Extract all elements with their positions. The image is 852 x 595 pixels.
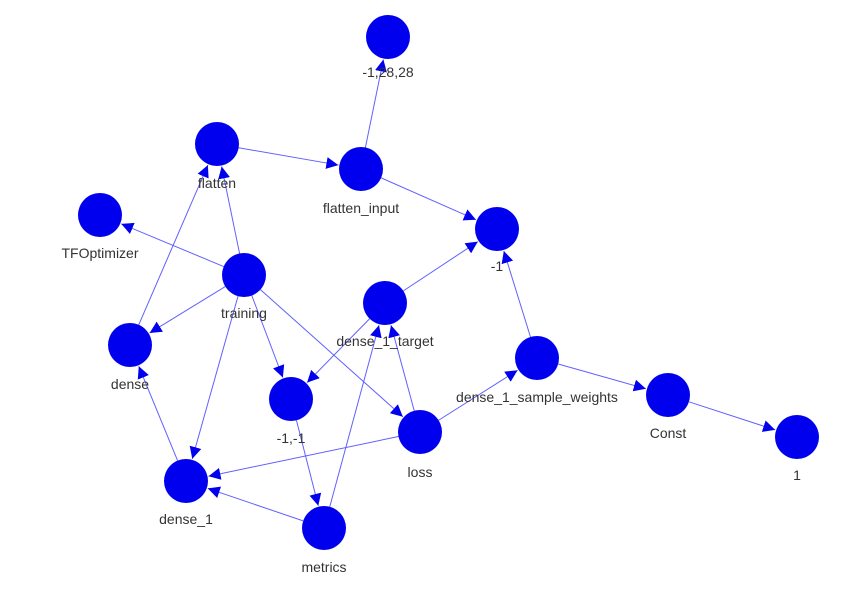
edge-dense_1_sample_weights-to-const [558, 363, 647, 392]
node-label-tfoptimizer: TFOptimizer [62, 245, 139, 261]
node-dense_1[interactable] [164, 459, 208, 503]
edge-flatten_input-to-reshape_shape [364, 59, 387, 148]
edge-flatten-to-flatten_input [238, 147, 339, 169]
edge-metrics-to-dense_1_target [329, 325, 382, 507]
edge-dense_1_target-to-minus1_minus1 [306, 318, 370, 383]
node-label-metrics: metrics [301, 559, 346, 575]
node-label-flatten: flatten [198, 175, 236, 191]
node-const[interactable] [646, 373, 690, 417]
node-label-reshape_shape: -1,28,28 [362, 64, 414, 80]
node-label-const: Const [650, 425, 687, 441]
edge-loss-to-dense_1_sample_weights [438, 369, 518, 421]
node-label-minus1_minus1: -1,-1 [277, 430, 306, 446]
node-reshape_shape[interactable] [366, 15, 410, 59]
node-label-loss: loss [408, 464, 433, 480]
edge-training-to-tfoptimizer [121, 222, 224, 267]
node-label-minus1: -1 [491, 258, 504, 274]
node-label-dense: dense [111, 376, 149, 392]
edge-training-to-dense_1 [189, 296, 239, 459]
edge-training-to-flatten [218, 166, 241, 254]
node-dense_1_sample_weights[interactable] [515, 336, 559, 380]
nodes-layer [78, 15, 819, 550]
edge-metrics-to-dense_1 [207, 486, 304, 522]
node-flatten_input[interactable] [339, 147, 383, 191]
edge-minus1_minus1-to-metrics [295, 420, 322, 506]
node-label-one: 1 [793, 467, 801, 483]
node-one[interactable] [775, 415, 819, 459]
edge-dense-to-flatten [138, 164, 209, 326]
node-label-flatten_input: flatten_input [323, 200, 399, 216]
node-metrics[interactable] [302, 506, 346, 550]
edge-flatten_input-to-minus1 [380, 177, 477, 221]
node-label-dense_1_target: dense_1_target [336, 333, 433, 349]
node-minus1_minus1[interactable] [269, 377, 313, 421]
node-label-training: training [221, 305, 267, 321]
node-dense[interactable] [108, 323, 152, 367]
edge-loss-to-dense_1 [208, 436, 399, 480]
edge-training-to-loss [260, 289, 404, 418]
node-dense_1_target[interactable] [363, 281, 407, 325]
edges-layer [121, 59, 776, 522]
node-tfoptimizer[interactable] [78, 193, 122, 237]
edge-dense_1_target-to-minus1 [403, 241, 479, 292]
node-training[interactable] [222, 253, 266, 297]
node-label-dense_1: dense_1 [159, 511, 213, 527]
edge-loss-to-dense_1_target [388, 325, 415, 411]
node-loss[interactable] [398, 410, 442, 454]
node-label-dense_1_sample_weights: dense_1_sample_weights [456, 389, 618, 405]
edge-training-to-minus1_minus1 [251, 295, 285, 378]
node-minus1[interactable] [475, 207, 519, 251]
edge-const-to-one [688, 401, 776, 432]
edge-training-to-dense [149, 286, 226, 334]
edge-dense_1_sample_weights-to-minus1 [501, 250, 531, 338]
edge-dense_1-to-dense [137, 366, 179, 461]
node-flatten[interactable] [195, 122, 239, 166]
